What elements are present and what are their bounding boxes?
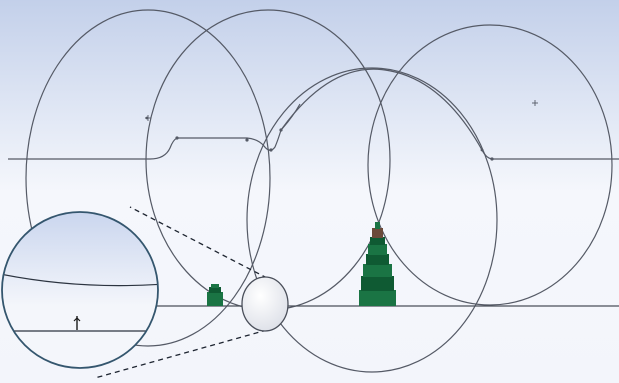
sketch-circle-1 <box>25 9 271 347</box>
leader-line-bottom <box>94 329 268 379</box>
large-tower[interactable] <box>359 222 396 306</box>
sketch-point <box>175 136 179 140</box>
small-tower[interactable] <box>207 284 223 306</box>
sketch-point <box>480 148 484 152</box>
sketch-circle-4 <box>367 24 613 306</box>
sketch-circle-3 <box>246 67 498 373</box>
leader-line-top <box>129 206 268 279</box>
sketch-profile-arc <box>280 68 619 160</box>
center-mark-icon <box>532 100 538 106</box>
detail-marker-icon <box>73 316 81 330</box>
detail-arc-line <box>2 273 158 287</box>
detail-view-icon[interactable] <box>0 210 165 370</box>
center-mark-icon <box>145 115 151 121</box>
sketch-point <box>490 157 494 161</box>
detail-leader-lines <box>94 206 268 379</box>
sketch-point <box>245 138 249 142</box>
magnifier-icon[interactable] <box>241 276 289 332</box>
sketch-point <box>269 148 273 152</box>
sketch-point <box>279 128 283 132</box>
detail-outline <box>1 211 159 369</box>
sketch-points <box>145 100 538 161</box>
detail-background <box>2 212 158 368</box>
